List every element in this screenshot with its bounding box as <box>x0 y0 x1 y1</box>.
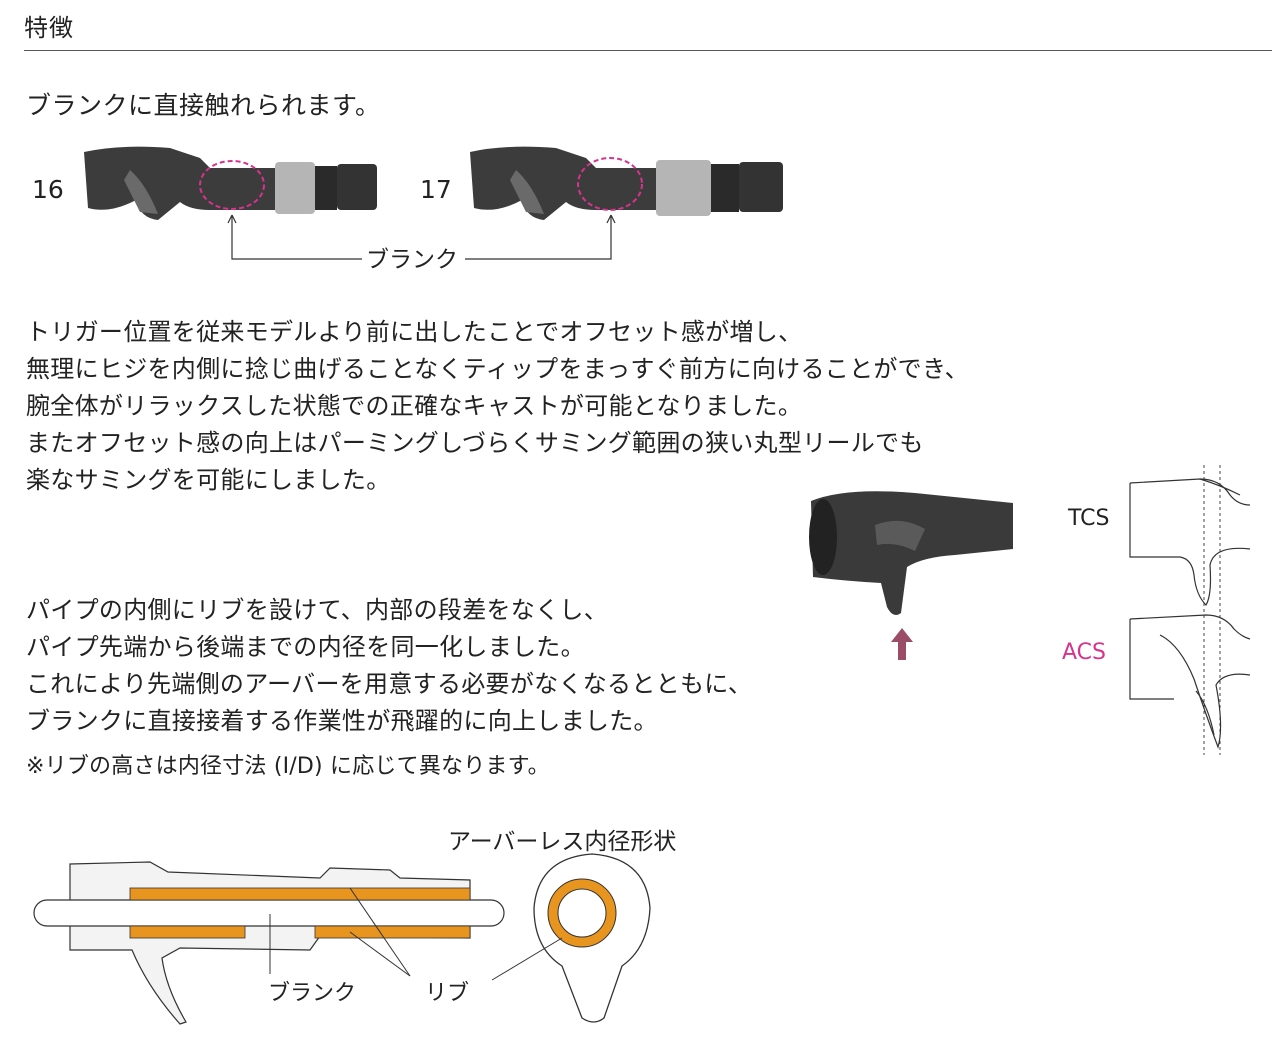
section-divider <box>24 50 1272 51</box>
grip-illustration-16 <box>84 146 377 220</box>
section-title: 特徴 <box>24 14 74 42</box>
tcs-acs-profile-diagram <box>1129 465 1251 755</box>
tcs-label: TCS <box>1068 506 1110 531</box>
footnote: ※リブの高さは内径寸法 (I/D) に応じて異なります。 <box>26 754 550 779</box>
grip-illustration-17 <box>470 146 783 220</box>
text-line: ブランクに直接接着する作業性が飛躍的に向上しました。 <box>26 707 658 735</box>
acs-label: ACS <box>1062 640 1106 665</box>
text-line: パイプの内側にリブを設けて、内部の段差をなくし、 <box>26 596 608 624</box>
rib-label: リブ <box>425 981 470 1006</box>
arbor-less-end-view <box>491 853 651 1023</box>
lead-text: ブランクに直接触れられます。 <box>26 91 381 120</box>
blank-label: ブランク <box>362 240 462 274</box>
arbor-less-title: アーバーレス内径形状 <box>448 829 677 855</box>
seat-cross-section-diagram <box>33 861 505 1025</box>
blank-callout-lines <box>227 214 616 260</box>
rib-description: パイプの内側にリブを設けて、内部の段差をなくし、 パイプ先端から後端までの内径を… <box>26 592 752 740</box>
grip-label-17: 17 <box>420 175 452 204</box>
text-line: これにより先端側のアーバーを用意する必要がなくなるとともに、 <box>26 670 753 698</box>
text-line: トリガー位置を従来モデルより前に出したことでオフセット感が増し、 <box>26 318 803 346</box>
text-line: 腕全体がリラックスした状態での正確なキャストが可能となりました。 <box>26 392 803 420</box>
grip-label-16: 16 <box>32 175 64 204</box>
cross-section-blank-label: ブランク <box>268 981 357 1006</box>
text-line: 無理にヒジを内側に捻じ曲げることなくティップをまっすぐ前方に向けることができ、 <box>26 355 969 383</box>
text-line: 楽なサミングを可能にしました。 <box>26 466 391 494</box>
text-line: またオフセット感の向上はパーミングしづらくサミング範囲の狭い丸型リールでも <box>26 429 924 457</box>
text-line: パイプ先端から後端までの内径を同一化しました。 <box>26 633 585 661</box>
up-arrow-icon <box>891 628 913 660</box>
trigger-description: トリガー位置を従来モデルより前に出したことでオフセット感が増し、 無理にヒジを内… <box>26 314 969 499</box>
trigger-grip-photo <box>809 491 1013 615</box>
